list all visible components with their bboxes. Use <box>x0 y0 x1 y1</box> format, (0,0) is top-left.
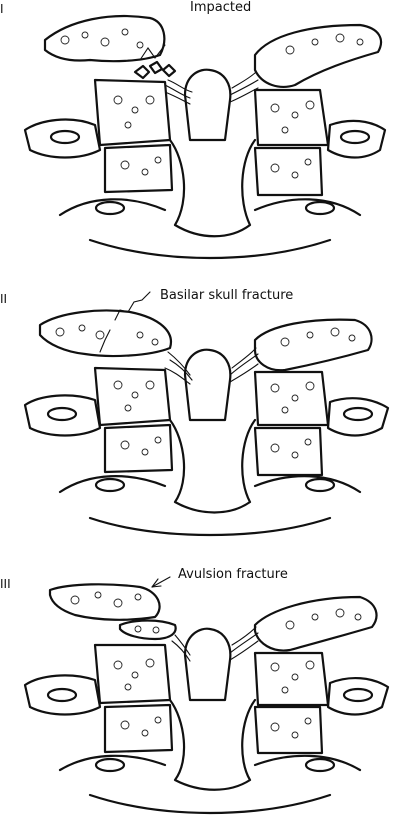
trabecular-pattern <box>60 28 364 179</box>
panel-label: Avulsion fracture <box>178 567 288 582</box>
panel-label: Basilar skull fracture <box>160 288 294 303</box>
panel-label: Impacted <box>190 0 252 15</box>
dens-and-ligaments <box>171 626 259 702</box>
cervical-spine-illustration <box>23 15 387 260</box>
avulsed-fragment <box>118 619 177 641</box>
atlas-and-axis <box>23 366 390 537</box>
dens-and-ligaments <box>164 68 259 142</box>
panel-numeral: I <box>0 2 4 16</box>
fracture-fragments <box>133 44 177 80</box>
panel-type-2: II Basilar skull fracture <box>0 280 400 550</box>
panel-type-3: III Avulsion fracture <box>0 555 400 825</box>
trabecular-pattern <box>55 324 356 459</box>
atlas-and-axis <box>23 643 390 815</box>
cervical-spine-illustration <box>23 576 390 815</box>
occipital-condyles <box>38 309 373 372</box>
fracture-line <box>99 291 151 353</box>
occipital-condyles <box>43 15 383 88</box>
occipital-condyles <box>48 583 378 652</box>
panel-type-1: I Impacted <box>0 0 400 270</box>
label-arrow <box>151 576 171 588</box>
panel-numeral: III <box>0 577 11 591</box>
trabecular-pattern <box>70 591 362 739</box>
dens-and-ligaments <box>164 347 259 422</box>
panel-numeral: II <box>0 292 8 306</box>
cervical-spine-illustration <box>23 291 390 537</box>
